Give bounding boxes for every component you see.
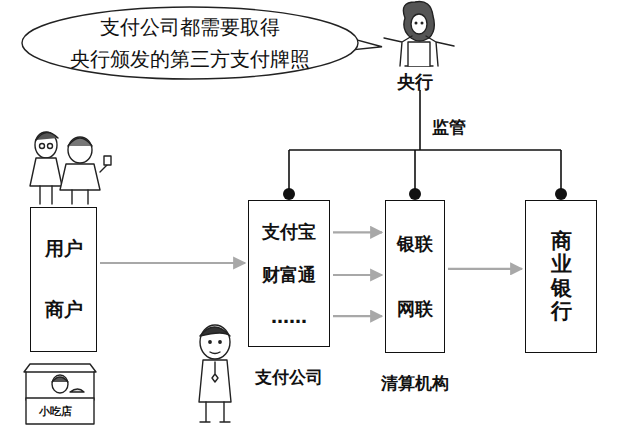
box-text: 网联 [397, 297, 433, 321]
bubble-ellipse [22, 7, 358, 79]
group-heading: 支付公司 [255, 366, 323, 389]
flow-arrow [333, 231, 382, 233]
clearing-box: 银联网联清算机构 [385, 200, 445, 353]
box-text: 财富通 [262, 263, 316, 287]
snack-stall [24, 364, 96, 424]
box-text: …… [271, 306, 307, 327]
bubble-text: 支付公司都需要取得 央行颁发的第三方支付牌照 [55, 11, 325, 75]
box-text: 商户 [45, 297, 83, 323]
flow-arrow [448, 268, 522, 270]
bank-box: 商业银行 [525, 200, 597, 353]
supervision-bracket [289, 90, 561, 194]
box-text: 支付宝 [262, 220, 316, 244]
supervision-label: 监管 [432, 116, 466, 139]
shop-sign: 小吃店 [39, 404, 72, 419]
flow-arrow [100, 262, 245, 264]
central-bank-figure [384, 2, 454, 66]
user-figures [30, 132, 111, 204]
box-text: 银联 [397, 232, 433, 256]
box-text: 商业银行 [551, 230, 572, 322]
payment-founder-figure [199, 325, 231, 422]
central-bank-label: 央行 [397, 70, 433, 94]
payment-company-box: 支付宝财富通……支付公司 [248, 200, 330, 347]
flow-arrow [333, 274, 382, 276]
party-box: 用户商户 [30, 207, 97, 352]
speech-bubble: 支付公司都需要取得 央行颁发的第三方支付牌照 [20, 5, 360, 81]
box-text: 用户 [45, 236, 83, 262]
flow-arrow [333, 315, 382, 317]
supervision-dot [283, 188, 567, 200]
group-heading: 清算机构 [381, 372, 449, 395]
